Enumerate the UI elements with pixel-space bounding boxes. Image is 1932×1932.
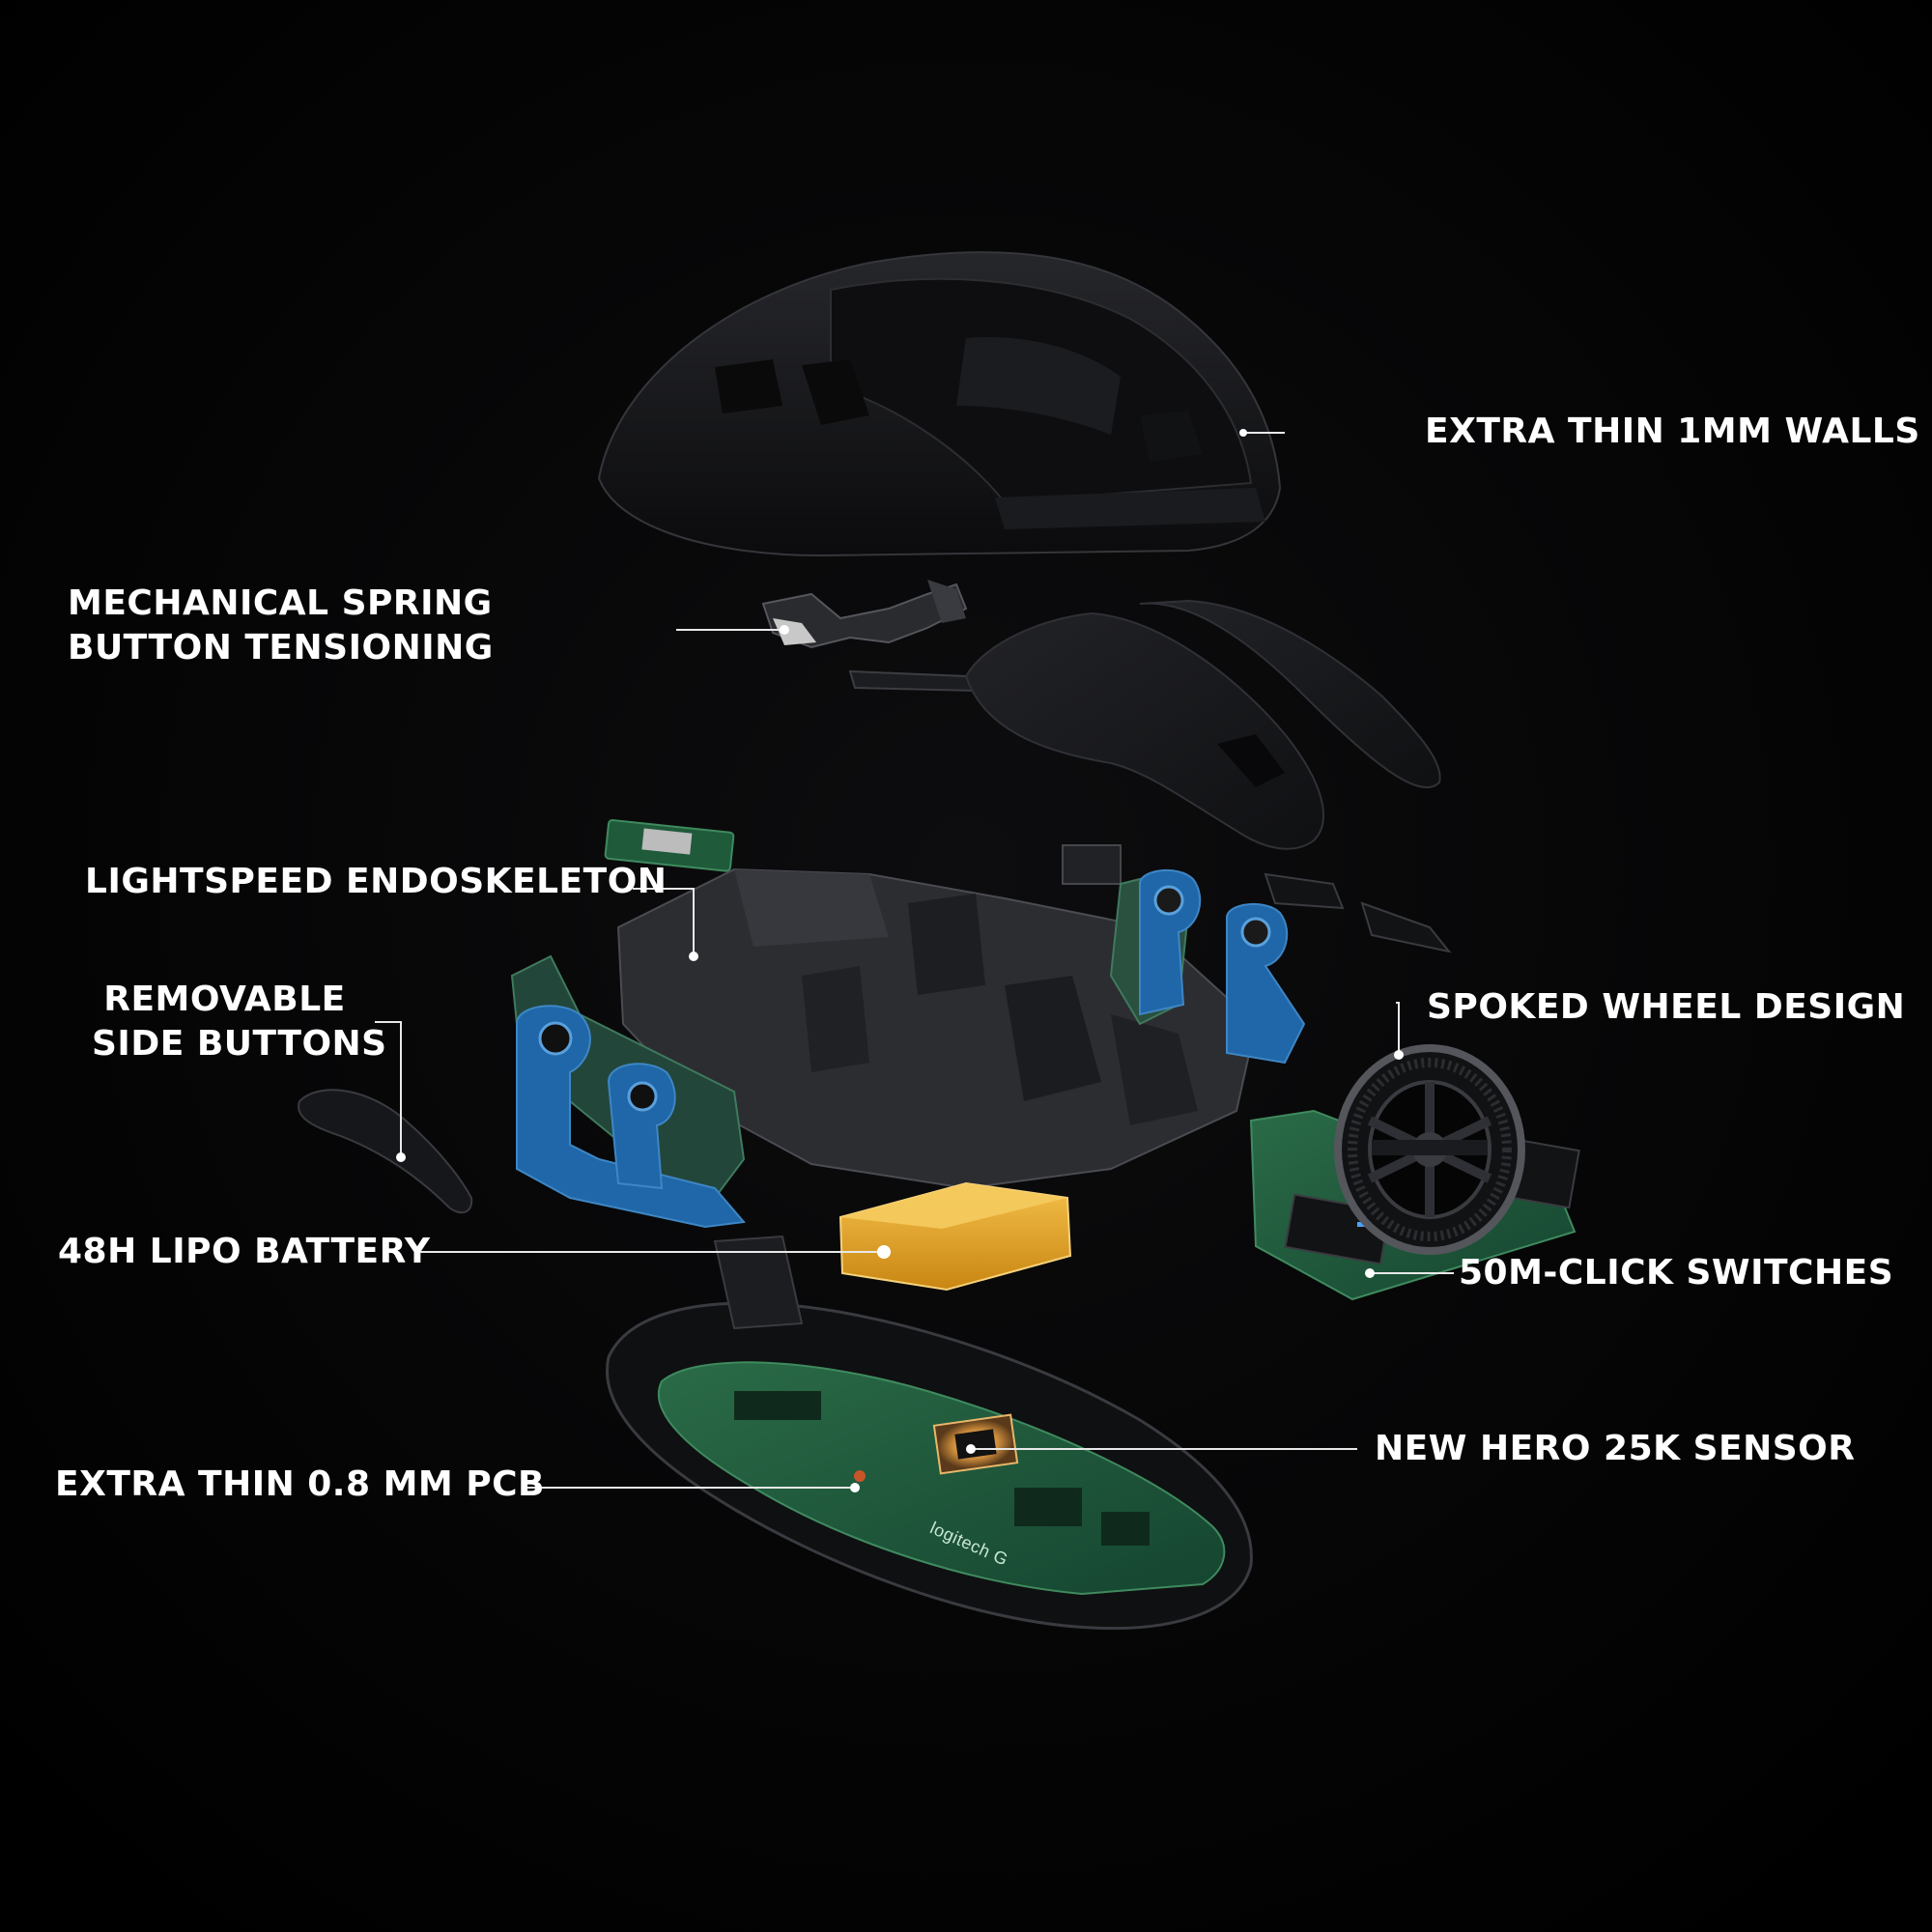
left-side-brackets	[510, 954, 746, 1229]
callout-wheel: SPOKED WHEEL DESIGN	[1427, 985, 1905, 1030]
callout-sensor-line-1: NEW HERO 25K SENSOR	[1375, 1429, 1856, 1468]
endoskeleton	[616, 844, 1258, 1190]
dot-pcb	[850, 1483, 860, 1492]
spring-tensioning-parts	[761, 580, 978, 693]
dot-wheel	[1394, 1050, 1404, 1060]
callout-battery: 48H LIPO BATTERY	[58, 1230, 430, 1274]
callout-pcb: EXTRA THIN 0.8 MM PCB	[55, 1463, 545, 1507]
callout-sensor: NEW HERO 25K SENSOR	[1375, 1427, 1855, 1471]
callout-side-buttons: REMOVABLE SIDE BUTTONS	[92, 978, 387, 1066]
callout-walls: EXTRA THIN 1MM WALLS	[1425, 410, 1920, 454]
dot-battery	[877, 1245, 891, 1259]
callout-pcb-line-1: EXTRA THIN 0.8 MM PCB	[55, 1464, 545, 1504]
removable-side-button	[298, 1089, 473, 1214]
callout-wheel-line-1: SPOKED WHEEL DESIGN	[1427, 987, 1906, 1027]
button-covers	[964, 599, 1441, 850]
callout-spring: MECHANICAL SPRING BUTTON TENSIONING	[68, 582, 494, 670]
dot-walls	[1239, 429, 1247, 437]
dot-spring	[780, 625, 789, 635]
spoked-wheel	[1334, 1044, 1525, 1255]
leader-endoskeleton	[633, 888, 695, 956]
callout-side-buttons-line-2: SIDE BUTTONS	[92, 1024, 387, 1064]
top-shell	[597, 251, 1282, 557]
right-side-brackets	[1109, 868, 1306, 1065]
leader-wheel	[1396, 1002, 1400, 1055]
callout-spring-line-2: BUTTON TENSIONING	[68, 628, 494, 668]
dot-switches	[1365, 1268, 1375, 1278]
callout-battery-line-1: 48H LIPO BATTERY	[58, 1232, 431, 1271]
callout-endoskeleton: LIGHTSPEED ENDOSKELETON	[85, 860, 667, 904]
callout-switches: 50M-CLICK SWITCHES	[1459, 1251, 1893, 1295]
dot-endoskeleton	[689, 952, 698, 961]
dot-sensor	[966, 1444, 976, 1454]
dot-side-buttons	[396, 1152, 406, 1162]
callout-switches-line-1: 50M-CLICK SWITCHES	[1459, 1253, 1894, 1293]
leader-side-buttons	[375, 1021, 402, 1157]
callout-spring-line-1: MECHANICAL SPRING	[68, 583, 493, 623]
lightspeed-board	[604, 819, 735, 872]
callout-side-buttons-line-1: REMOVABLE	[103, 980, 346, 1019]
callout-endoskeleton-line-1: LIGHTSPEED ENDOSKELETON	[85, 862, 668, 901]
upper-right-parts	[1264, 872, 1452, 953]
lipo-battery	[838, 1181, 1072, 1292]
callout-walls-line-1: EXTRA THIN 1MM WALLS	[1425, 412, 1920, 451]
